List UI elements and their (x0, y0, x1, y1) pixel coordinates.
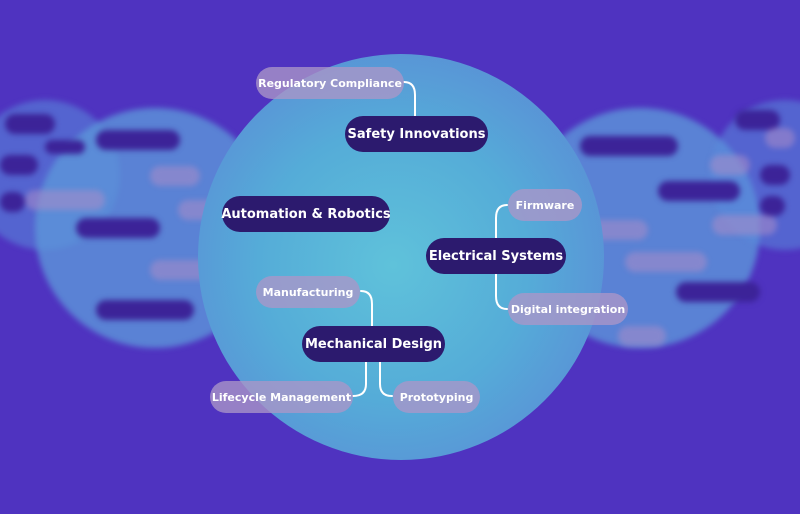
blurred-node (45, 140, 85, 154)
node-lifecycle-management[interactable]: Lifecycle Management (210, 381, 353, 413)
blurred-node (765, 128, 795, 148)
node-prototyping[interactable]: Prototyping (393, 381, 480, 413)
node-automation-robotics[interactable]: Automation & Robotics (221, 196, 391, 232)
node-label: Mechanical Design (304, 336, 443, 352)
node-regulatory-compliance[interactable]: Regulatory Compliance (256, 67, 404, 99)
node-firmware[interactable]: Firmware (508, 189, 582, 221)
blurred-node (760, 196, 785, 216)
blurred-node (96, 130, 180, 150)
node-manufacturing[interactable]: Manufacturing (256, 276, 360, 308)
blurred-node (618, 326, 666, 346)
blurred-node (710, 155, 750, 175)
node-label: Safety Innovations (347, 126, 486, 142)
node-label: Regulatory Compliance (258, 76, 402, 90)
blurred-node (150, 166, 200, 186)
node-label: Prototyping (399, 390, 474, 404)
blurred-node (760, 165, 790, 185)
blurred-node (25, 190, 105, 210)
blurred-node (0, 155, 38, 175)
node-safety-innovations[interactable]: Safety Innovations (345, 116, 488, 152)
node-label: Digital integration (510, 302, 626, 316)
blurred-node (735, 110, 780, 130)
blurred-node (658, 181, 740, 201)
node-label: Lifecycle Management (211, 390, 352, 404)
node-label: Automation & Robotics (221, 206, 391, 222)
blurred-node (96, 300, 194, 320)
blurred-node (0, 192, 25, 212)
blurred-node (712, 215, 777, 235)
blurred-node (625, 252, 707, 272)
node-label: Manufacturing (262, 285, 354, 299)
blurred-node (676, 282, 760, 302)
blurred-node (76, 218, 160, 238)
node-label: Electrical Systems (428, 248, 564, 264)
node-label: Firmware (515, 198, 575, 212)
node-electrical-systems[interactable]: Electrical Systems (426, 238, 566, 274)
blurred-node (5, 114, 55, 134)
node-digital-integration[interactable]: Digital integration (508, 293, 628, 325)
node-mechanical-design[interactable]: Mechanical Design (302, 326, 445, 362)
blurred-node (580, 136, 678, 156)
